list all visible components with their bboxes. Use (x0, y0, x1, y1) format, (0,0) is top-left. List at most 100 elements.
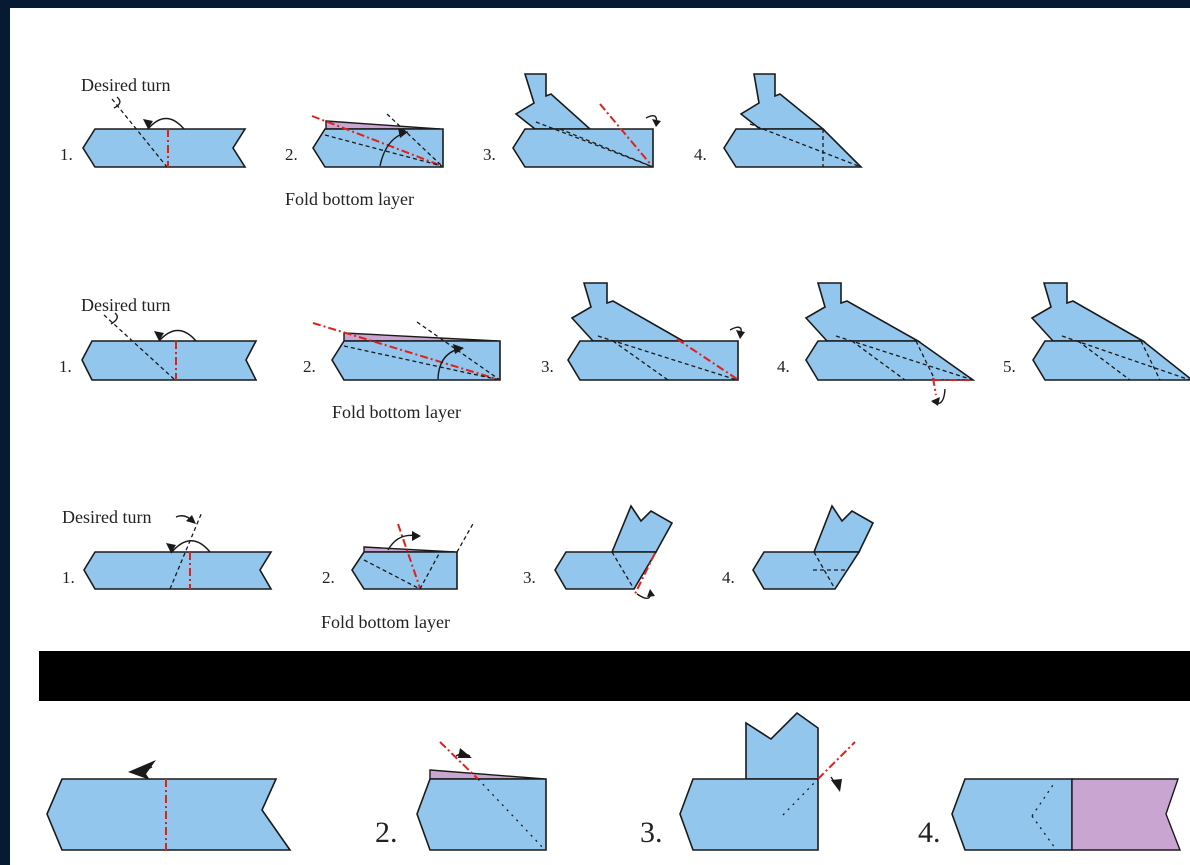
valley-fold-line (835, 335, 974, 381)
row-4-step-2: 2. (375, 741, 547, 851)
valley-fold-line (386, 113, 443, 167)
back-layer (429, 769, 546, 780)
valley-fold-line (363, 559, 421, 590)
fold-arrow (147, 117, 185, 130)
row-3: Desired turn 1. 2. Fold bottom layer (62, 504, 875, 632)
paper-strip (81, 340, 258, 381)
turned-flap (514, 73, 593, 130)
valley-fold-line (103, 314, 176, 381)
arrow-head (458, 748, 472, 758)
mountain-fold-line (599, 103, 653, 167)
turned-flap (745, 711, 819, 780)
paper-strip (46, 778, 292, 851)
step-number: 3. (640, 816, 663, 849)
mountain-fold-line (676, 338, 738, 380)
paper-strip (83, 551, 273, 590)
mountain-fold-line (397, 523, 421, 589)
row-4-step-1 (46, 760, 292, 852)
arrow-head (736, 330, 745, 339)
paper-strip (416, 778, 547, 851)
row-2-step-1: Desired turn 1. (59, 295, 258, 381)
arrow-head (412, 531, 421, 541)
back-layer (1071, 778, 1182, 851)
valley-fold-line (851, 340, 906, 381)
arrow-head (831, 779, 842, 792)
valley-fold-line (111, 98, 168, 168)
paper-strip (723, 128, 863, 168)
arrow-head (166, 543, 176, 553)
row-3-step-4: 4. (722, 504, 875, 590)
mountain-fold-line (439, 741, 479, 780)
valley-fold-line (419, 551, 441, 590)
paper-strip (82, 128, 247, 168)
row-1-step-3: 3. (483, 73, 661, 168)
step-number: 3. (483, 145, 496, 164)
row-1-step-1: Desired turn 1. (60, 75, 247, 168)
mountain-fold-line (817, 741, 856, 780)
step-number: 3. (523, 568, 536, 587)
pointer-arrow (113, 96, 121, 109)
turned-flap (610, 504, 674, 553)
row-3-step-1: Desired turn 1. (62, 507, 273, 590)
row-4-step-4: 4. (918, 778, 1182, 851)
step-number: 2. (285, 145, 298, 164)
valley-fold-line (597, 335, 738, 381)
row-2-step-5: 5. (1003, 282, 1190, 381)
step-number: 4. (777, 357, 790, 376)
row-1: Desired turn 1. 2. Fold bottom layer (60, 73, 863, 209)
paper-strip (679, 778, 819, 851)
mountain-fold-line (633, 552, 656, 597)
paper-strip (554, 551, 658, 590)
desired-turn-label: Desired turn (62, 507, 151, 527)
valley-fold-line (813, 551, 836, 590)
fold-arrow (158, 329, 197, 342)
valley-fold-line (324, 134, 443, 167)
step-number: 1. (60, 145, 73, 164)
row-2: Desired turn 1. 2. Fold bottom layer (59, 282, 1190, 422)
paper-strip (752, 551, 861, 590)
arrow-head (128, 760, 156, 780)
row-4-step-3: 3. (640, 711, 856, 851)
step-number: 4. (694, 145, 707, 164)
fold-arrow (170, 540, 211, 554)
paper-strip (512, 128, 654, 168)
row-3-step-2: 2. Fold bottom layer (321, 521, 475, 632)
step-number: 2. (322, 568, 335, 587)
turned-flap (804, 282, 922, 342)
paper-strip (1032, 340, 1190, 381)
fold-bottom-layer-caption: Fold bottom layer (285, 189, 414, 209)
step-number: 4. (722, 568, 735, 587)
desired-turn-label: Desired turn (81, 75, 170, 95)
mountain-fold-line (311, 115, 443, 167)
valley-fold-line (559, 128, 654, 168)
desired-turn-label: Desired turn (81, 295, 170, 315)
arrow-head (398, 128, 408, 138)
turned-flap (812, 504, 875, 553)
fold-bottom-layer-caption: Fold bottom layer (321, 612, 450, 632)
pointer-arrow (110, 312, 118, 325)
valley-fold-line (1140, 340, 1161, 381)
valley-fold-line (343, 345, 501, 381)
step-number: 2. (303, 357, 316, 376)
valley-fold-line (611, 551, 635, 590)
back-layer (343, 332, 499, 342)
row-2-step-2: 2. Fold bottom layer (303, 321, 501, 422)
separator-bar (39, 651, 1190, 701)
valley-fold-line (612, 340, 669, 381)
valley-fold-line (915, 340, 936, 381)
row-1-step-4: 4. (694, 73, 863, 168)
turned-flap (739, 73, 826, 130)
paper-strip (351, 551, 458, 590)
arrow-head (154, 331, 164, 341)
paper-strip (805, 340, 976, 381)
arrow-head (143, 119, 153, 129)
mountain-fold-line (312, 322, 501, 381)
step-number: 3. (541, 357, 554, 376)
row-2-step-4: 4. (777, 282, 976, 406)
paper-strip (951, 778, 1073, 851)
row-4: 2. 3. 4. (46, 711, 1182, 852)
step-number: 1. (59, 357, 72, 376)
arrow-head (647, 589, 655, 597)
